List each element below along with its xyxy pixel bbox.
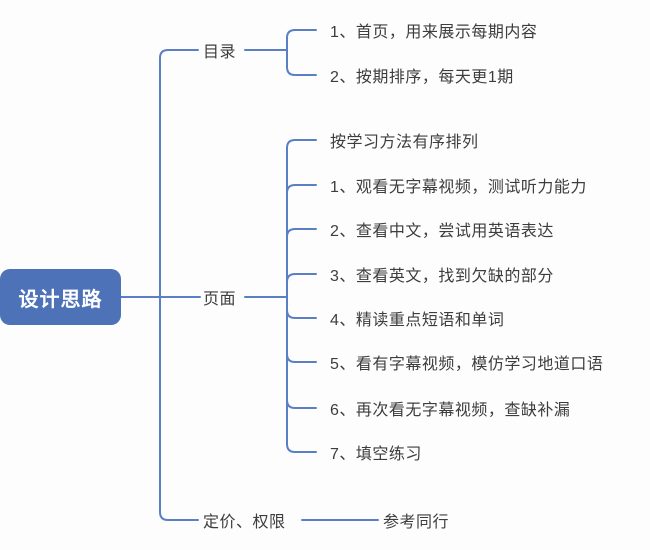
edge-page-child-7 (286, 399, 317, 409)
leaf-node[interactable]: 5、看有字幕视频，模仿学习地道口语 (330, 356, 604, 373)
edge-page-child-8 (286, 443, 317, 453)
node-catalog[interactable]: 目录 (203, 44, 237, 61)
edge-page-child-6 (286, 353, 317, 363)
edge-page-child-1 (286, 139, 317, 149)
node-page[interactable]: 页面 (203, 291, 237, 308)
edge-catalog-child-2 (286, 66, 317, 76)
leaf-node[interactable]: 按学习方法有序排列 (330, 134, 479, 151)
leaf-node[interactable]: 7、填空练习 (330, 446, 422, 463)
edge-trunk-down-pricing (159, 296, 199, 521)
leaf-node[interactable]: 2、按期排序，每天更1期 (330, 69, 514, 86)
root-node[interactable]: 设计思路 (0, 269, 121, 325)
edge-page-child-2 (286, 184, 317, 194)
leaf-node[interactable]: 1、首页，用来展示每期内容 (330, 24, 538, 41)
edge-page-child-5 (286, 309, 317, 319)
leaf-node[interactable]: 1、观看无字幕视频，测试听力能力 (330, 179, 587, 196)
edge-catalog-child-1 (286, 29, 317, 39)
leaf-node[interactable]: 4、精读重点短语和单词 (330, 312, 505, 329)
edge-trunk-up-catalog (159, 49, 199, 298)
leaf-node[interactable]: 参考同行 (383, 514, 450, 531)
leaf-node[interactable]: 3、查看英文，找到欠缺的部分 (330, 268, 554, 285)
node-pricing[interactable]: 定价、权限 (203, 514, 286, 531)
leaf-node[interactable]: 2、查看中文，尝试用英语表达 (330, 223, 554, 240)
edge-page-child-3 (286, 228, 317, 238)
edge-page-child-4 (286, 273, 317, 283)
leaf-node[interactable]: 6、再次看无字幕视频，查缺补漏 (330, 402, 571, 419)
